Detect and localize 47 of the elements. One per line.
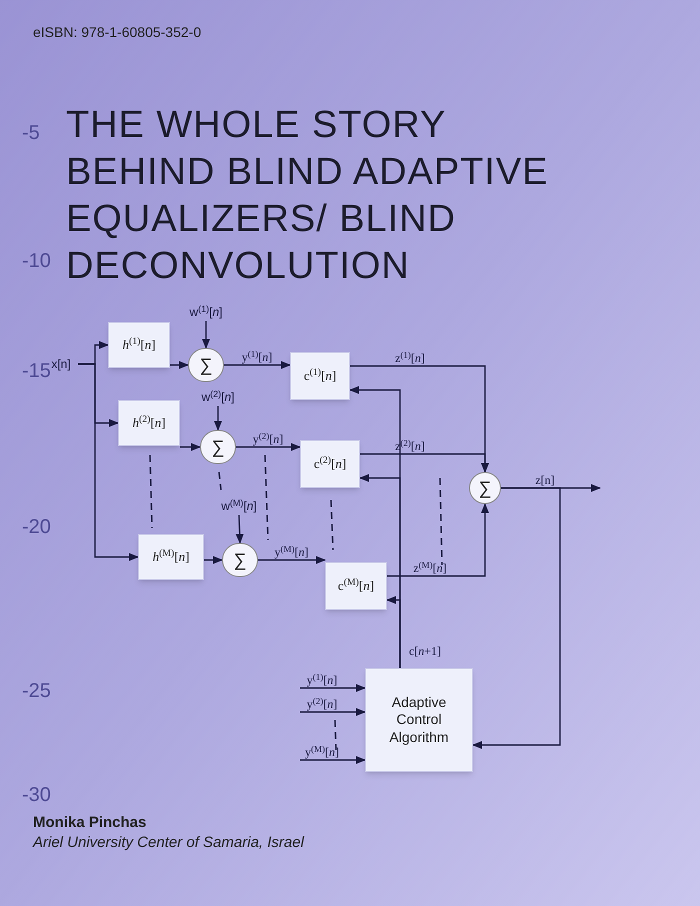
- arrow: [236, 514, 244, 544]
- filter-box: c$^{(M)}$[n]: [325, 562, 387, 610]
- arrow: [300, 708, 366, 716]
- axis-tick-label: -30: [22, 783, 51, 808]
- arrow: [204, 556, 223, 564]
- signal-label: w$^{(2)}$[n]: [198, 388, 238, 406]
- edge-label: y$^{(1)}$[n]: [242, 351, 272, 363]
- edge-label: y$^{(M)}$[n]: [305, 746, 339, 758]
- axis-tick-label: -25: [22, 679, 51, 704]
- author-name: Monika Pinchas: [33, 813, 146, 833]
- signal-label: w$^{(M)}$[n]: [216, 497, 262, 515]
- filter-box: h$^{(M)}$[n]: [138, 534, 204, 580]
- axis-tick-label: -10: [22, 249, 51, 274]
- edge-label: z$^{(M)}$[n]: [413, 562, 447, 574]
- arrow: [472, 487, 561, 749]
- arrow: [214, 406, 222, 431]
- filter-box: h$^{(2)}$[n]: [118, 400, 180, 446]
- edge-label: y$^{(2)}$[n]: [306, 698, 338, 710]
- arrow: [224, 361, 291, 369]
- arrow: [78, 363, 139, 561]
- signal-label: w$^{(1)}$[n]: [186, 303, 226, 321]
- edge-label: y$^{(2)}$[n]: [252, 433, 284, 445]
- edge-label: z[n]: [535, 474, 555, 486]
- affiliation-text: Ariel University Center of Samaria, Israel: [33, 833, 306, 853]
- control-box: Adaptive Control Algorithm: [365, 668, 473, 772]
- title: THE WHOLE STORY BEHIND BLIND ADAPTIVE EQUALIZERS/ BLIND DECONVOLUTION: [66, 103, 550, 289]
- arrow: [202, 321, 210, 349]
- edge-label: c[n+1]: [408, 645, 442, 657]
- arrow: [170, 361, 189, 369]
- arrow: [387, 503, 489, 577]
- edge-label: z$^{(1)}$[n]: [395, 352, 425, 364]
- arrow: [360, 453, 489, 473]
- edge-label: y$^{(1)}$[n]: [306, 674, 338, 686]
- axis-tick-label: -15: [22, 359, 51, 384]
- arrow: [386, 596, 401, 668]
- edge-label: y$^{(M)}$[n]: [274, 546, 308, 558]
- filter-box: h$^{(1)}$[n]: [108, 322, 170, 368]
- axis-tick-label: -5: [22, 121, 40, 146]
- arrow: [258, 556, 326, 564]
- arrow: [300, 684, 366, 692]
- arrow: [236, 443, 301, 451]
- arrow: [180, 443, 201, 451]
- axis-tick-label: -20: [22, 515, 51, 540]
- arrow: [300, 756, 366, 764]
- filter-box: c$^{(2)}$[n]: [300, 440, 360, 488]
- isbn-text: eISBN: 978-1-60805-352-0: [33, 23, 202, 42]
- filter-box: c$^{(1)}$[n]: [290, 352, 350, 400]
